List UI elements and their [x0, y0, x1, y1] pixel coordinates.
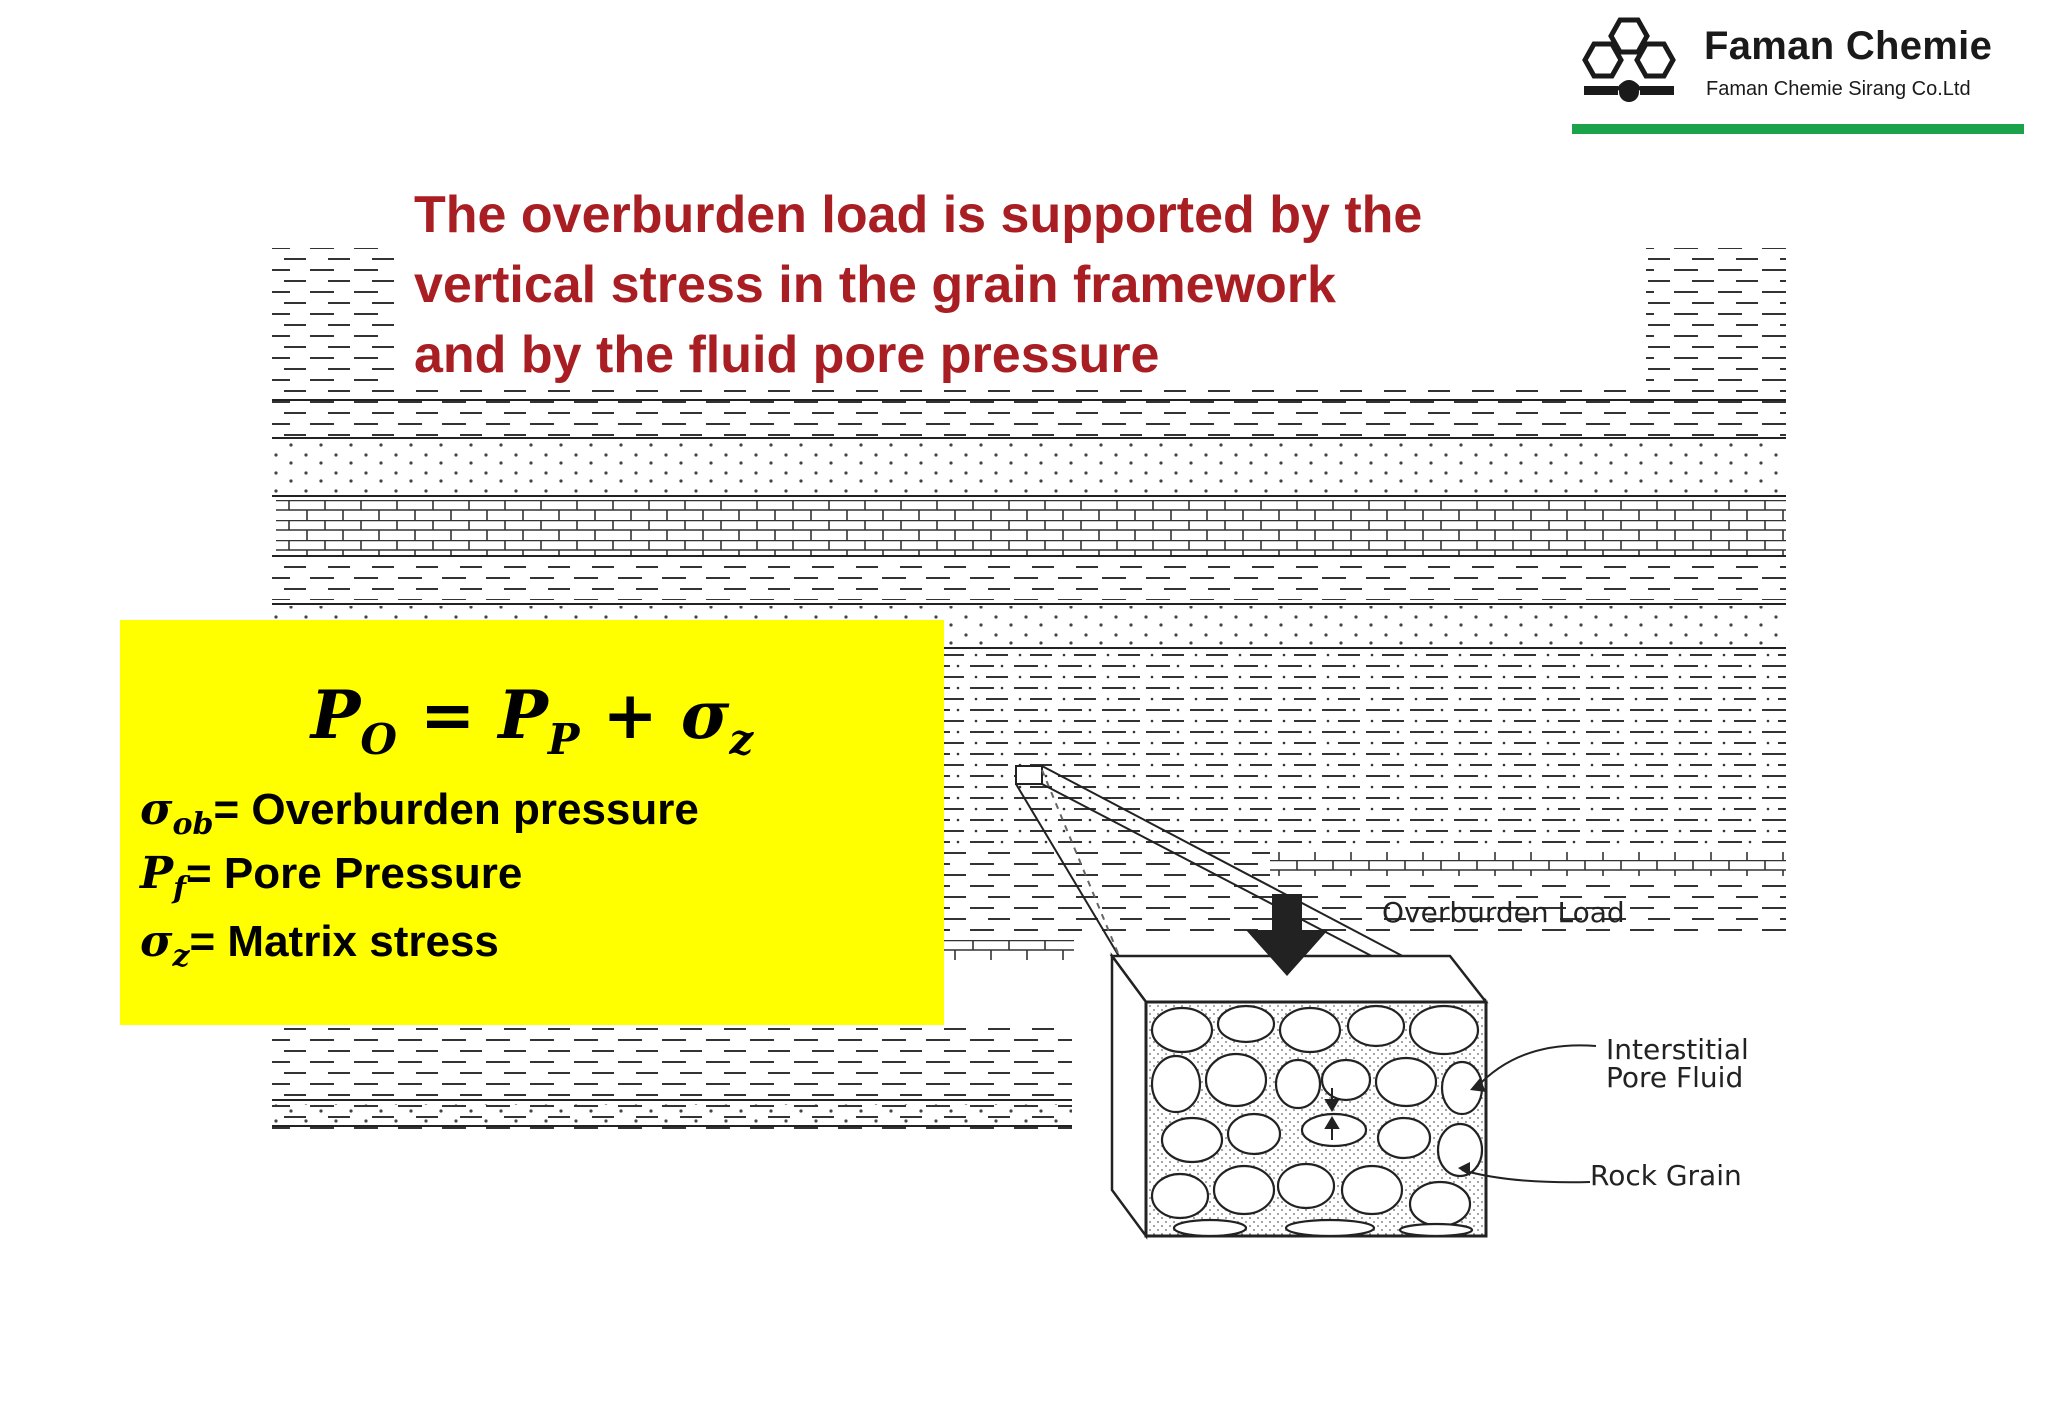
rock-grain-label: Rock Grain [1590, 1159, 1742, 1192]
slide-title: The overburden load is supported by the … [396, 176, 1646, 386]
down-arrow-icon [1246, 894, 1328, 976]
definition-symbol: P [140, 848, 174, 899]
shale-layer-middle [272, 560, 1786, 600]
company-logo: Faman Chemie Faman Chemie Sirang Co.Ltd [1568, 8, 2028, 136]
sandstone-layer [272, 440, 1786, 496]
overburden-load-label: Overburden Load [1382, 896, 1625, 929]
definition-subscript: ob [172, 807, 214, 842]
definition-text: = Overburden pressure [213, 785, 699, 834]
rock-grains [1150, 1004, 1484, 1238]
logo-divider [1572, 124, 2024, 134]
definition-subscript: f [173, 871, 186, 906]
equation-lhs-sub: O [360, 715, 397, 764]
pore-fluid-leader [1475, 1044, 1597, 1089]
overburden-equation: PO = PP + σz [120, 676, 944, 764]
equation-term2: σ [680, 676, 730, 754]
limestone-lens-left [944, 940, 1074, 960]
rock-grain-leader [1461, 1169, 1591, 1184]
title-line-3: and by the fluid pore pressure [414, 326, 1160, 384]
block-side-face [1110, 952, 1148, 1240]
formula-box: PO = PP + σz σob= Overburden pressure Pf… [120, 620, 944, 1025]
sample-point [1015, 765, 1043, 785]
definition-text: = Matrix stress [189, 917, 499, 966]
block-top-face [1109, 954, 1489, 1004]
limestone-lens-right [1270, 852, 1786, 876]
equation-term1: P [498, 676, 548, 754]
definition-subscript: z [172, 939, 190, 974]
definition-overburden: σob= Overburden pressure [140, 784, 699, 842]
company-name: Faman Chemie [1704, 24, 1993, 68]
title-line-1: The overburden load is supported by the [414, 186, 1423, 244]
pore-fluid-label-line2: Pore Fluid [1606, 1061, 1744, 1094]
definition-pore-pressure: Pf= Pore Pressure [140, 848, 522, 906]
definition-text: = Pore Pressure [186, 849, 523, 898]
limestone-layer [276, 500, 1786, 556]
definition-matrix-stress: σz= Matrix stress [140, 916, 499, 974]
pore-fluid-label-line1: Interstitial [1606, 1033, 1749, 1066]
equation-term1-sub: P [547, 715, 580, 764]
title-line-2: vertical stress in the grain framework [414, 256, 1336, 314]
grain-stress-arrows [1324, 1088, 1340, 1140]
company-subtitle: Faman Chemie Sirang Co.Ltd [1706, 78, 1971, 100]
equation-equals: = [396, 676, 499, 754]
equation-term2-sub: z [729, 715, 754, 764]
hexagon-molecule-icon [1582, 17, 1676, 102]
equation-lhs: P [310, 676, 361, 754]
equation-plus: + [579, 676, 681, 754]
definition-symbol: σ [140, 784, 173, 835]
definition-symbol: σ [140, 916, 173, 967]
